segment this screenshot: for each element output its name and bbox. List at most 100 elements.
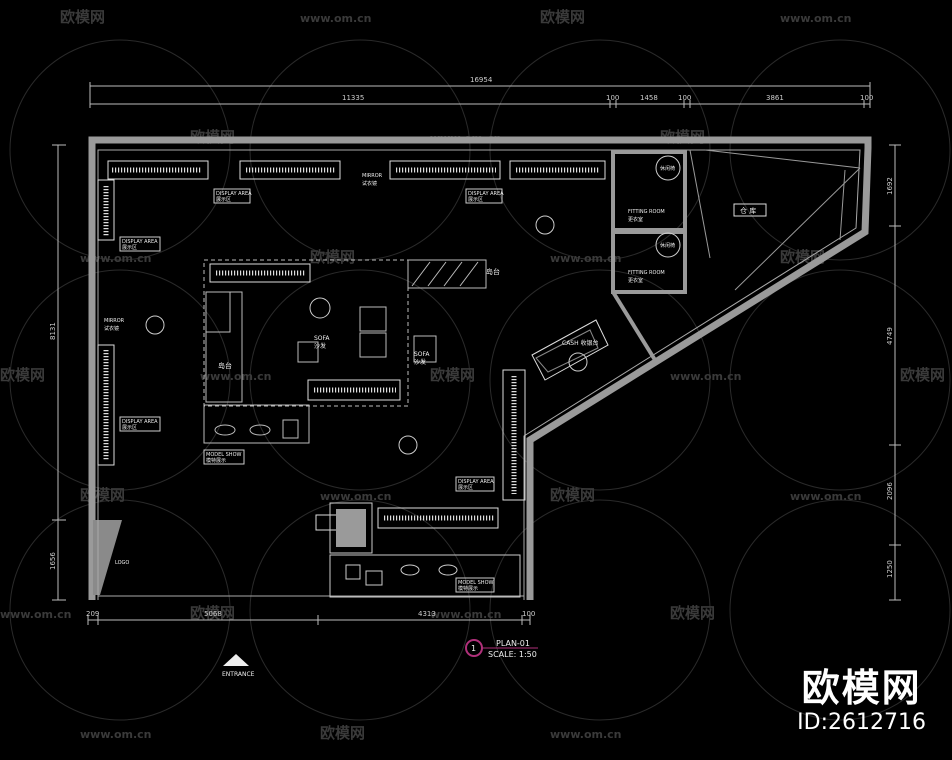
entrance-label: ENTRANCE (222, 671, 255, 678)
dim-top-seg-4: 100 (678, 94, 691, 102)
sofa-label-2-cn: 沙发 (414, 358, 426, 366)
watermark-brand: 欧模网 (550, 486, 595, 504)
watermark-site: www.om.cn (790, 490, 862, 503)
dim-top-total: 16954 (470, 76, 493, 84)
display-area-label-cn: 展示区 (122, 425, 137, 431)
island-labels: 岛台 岛台 SOFA 沙发 SOFA 沙发 (218, 267, 500, 370)
logo-label: LOGO (115, 560, 129, 566)
dim-top-seg-1: 11335 (342, 94, 364, 102)
entrance-marker: ENTRANCE (222, 654, 255, 678)
watermark-site: www.om.cn (550, 252, 622, 265)
display-area-label-cn: 展示区 (458, 485, 473, 491)
left-dimensions: 8131 1656 (49, 144, 66, 601)
dim-bottom-seg-3: 4313 (418, 610, 436, 618)
dim-bottom-seg-4: 100 (522, 610, 535, 618)
warehouse-label: 仓 库 (740, 206, 756, 215)
model-show-label-cn: 模特展示 (206, 457, 226, 464)
dim-bottom-seg-2: 5068 (204, 610, 222, 618)
watermark-brand: 欧模网 (310, 248, 355, 266)
display-area-label: DISPLAY AREA (458, 479, 494, 485)
watermark-id: ID:2612716 (797, 710, 926, 735)
display-area-label: DISPLAY AREA (122, 419, 158, 425)
dim-top-seg-6: 100 (860, 94, 873, 102)
bottom-dimensions: 209 5068 4313 100 (86, 610, 535, 625)
wall-fill (93, 520, 122, 595)
title-block: 1 PLAN-01 SCALE: 1:50 (465, 639, 538, 659)
sofa-label: SOFA (314, 335, 330, 342)
cash-label: CASH 收银台 (562, 339, 599, 347)
right-dimensions: 1692 4749 2096 1250 (886, 144, 901, 601)
dim-top-seg-2: 100 (606, 94, 619, 102)
watermark-site: www.om.cn (300, 12, 372, 25)
watermark-brand-large: 欧模网 (801, 666, 922, 710)
watermark-brand: 欧模网 (190, 604, 235, 622)
watermark-pattern (9, 39, 951, 721)
dim-top-seg-5: 3861 (766, 94, 784, 102)
watermark-site: www.om.cn (430, 608, 502, 621)
watermark-brand: 欧模网 (670, 604, 715, 622)
display-area-label: DISPLAY AREA (122, 239, 158, 245)
watermark-site: www.om.cn (80, 728, 152, 741)
sofa-label-2: SOFA (414, 351, 430, 358)
watermark-brand: 欧模网 (320, 724, 365, 742)
plan-scale: SCALE: 1:50 (488, 650, 537, 659)
display-area-label: DISPLAY AREA (468, 191, 504, 197)
area-labels: DISPLAY AREA 展示区 DISPLAY AREA 展示区 DISPLA… (104, 173, 504, 593)
watermark-site: www.om.cn (780, 12, 852, 25)
watermark-site: www.om.cn (670, 370, 742, 383)
watermark-corner: 欧模网 ID:2612716 (797, 666, 926, 736)
watermark-text: 欧模网 www.om.cn 欧模网 www.om.cn 欧模网 www.om.c… (0, 8, 945, 742)
watermark-brand: 欧模网 (80, 486, 125, 504)
dim-left-total: 8131 (49, 322, 57, 340)
fitting-room-label-2: FITTING ROOM (628, 270, 665, 276)
display-area-label-cn: 展示区 (216, 197, 231, 203)
dim-right-seg-2: 4749 (886, 327, 894, 345)
watermark-site: www.om.cn (0, 608, 72, 621)
model-show-label: MODEL SHOW (206, 452, 242, 458)
fitting-room-stools (655, 155, 681, 258)
island-label-left: 岛台 (218, 361, 232, 370)
plan-number: 1 (471, 644, 476, 653)
watermark-brand: 欧模网 (900, 366, 945, 384)
island-label: 岛台 (486, 267, 500, 276)
dim-left-bottom: 1656 (49, 552, 57, 570)
dim-right-seg-1: 1692 (886, 177, 894, 195)
mirror-label-left-cn: 试衣镜 (104, 325, 119, 332)
furniture-figures (145, 215, 588, 455)
fitting-room-label-2-cn: 更衣室 (628, 277, 643, 284)
top-dimensions: 16954 11335 100 1458 100 3861 100 (89, 76, 873, 108)
mirror-label-top: MIRROR (362, 173, 383, 179)
watermark-site: www.om.cn (550, 728, 622, 741)
watermark-brand: 欧模网 (430, 366, 475, 384)
model-show-label-cn: 模特展示 (458, 585, 478, 592)
chair-label: 休闲椅 (660, 242, 675, 249)
entrance-podium (329, 502, 521, 598)
cash-counter (531, 319, 609, 381)
walls (88, 136, 872, 600)
dim-right-seg-3: 2096 (886, 482, 894, 500)
display-area-label-cn: 展示区 (122, 245, 137, 251)
hanging-racks (97, 160, 606, 531)
watermark-site: www.om.cn (200, 370, 272, 383)
dim-bottom-seg-1: 209 (86, 610, 99, 618)
fitting-room-label-1-cn: 更衣室 (628, 216, 643, 223)
warehouse (689, 149, 861, 291)
chair-label: 休闲椅 (660, 165, 675, 172)
island-zone (203, 259, 487, 444)
display-area-label-cn: 展示区 (468, 197, 483, 203)
mirror-label-top-cn: 试衣镜 (362, 180, 377, 187)
fitting-rooms (611, 150, 687, 362)
dim-top-seg-3: 1458 (640, 94, 658, 102)
watermark-brand: 欧模网 (0, 366, 45, 384)
model-show-label: MODEL SHOW (458, 580, 494, 586)
plan-title: PLAN-01 (496, 639, 530, 648)
entrance-arrow-icon (223, 654, 249, 666)
fitting-room-label-1: FITTING ROOM (628, 209, 665, 215)
watermark-site: www.om.cn (320, 490, 392, 503)
fitting-room-labels: 休闲椅 休闲椅 FITTING ROOM 更衣室 FITTING ROOM 更衣… (628, 165, 675, 284)
watermark-brand: 欧模网 (60, 8, 105, 26)
mirror-label-left: MIRROR (104, 318, 125, 324)
dim-right-seg-4: 1250 (886, 560, 894, 578)
display-area-label: DISPLAY AREA (216, 191, 252, 197)
